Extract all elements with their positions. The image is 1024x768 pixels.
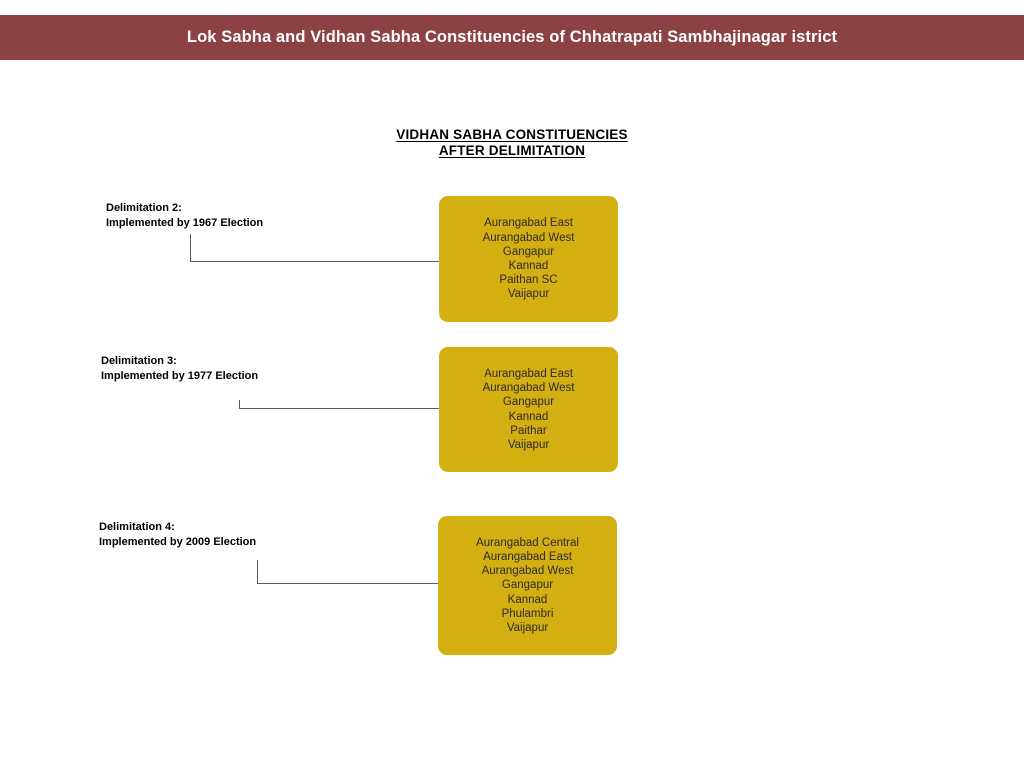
page-title: Lok Sabha and Vidhan Sabha Constituencie… (186, 28, 838, 46)
constituency-box-2: Aurangabad East Aurangabad West Gangapur… (439, 347, 618, 472)
delimitation-label-2-line-2: Implemented by 1977 Election (101, 369, 259, 382)
constituency-item: Gangapur (502, 396, 555, 409)
delimitation-label-3: Delimitation 4: Implemented by 2009 Elec… (99, 520, 256, 549)
delimitation-row-3: Delimitation 4: Implemented by 2009 Elec… (0, 516, 1024, 656)
delimitation-label-3-line-2: Implemented by 2009 Election (99, 535, 257, 548)
delimitation-row-1: Delimitation 2: Implemented by 1967 Elec… (0, 196, 1024, 326)
connector-2-horizontal-segment (239, 407, 439, 409)
constituency-item: Paithan SC (499, 274, 558, 287)
delimitation-label-3-line-1: Delimitation 4: (99, 521, 175, 533)
connector-line-2 (239, 400, 439, 409)
constituency-item: Vaijapur (507, 288, 550, 301)
connector-line-3 (257, 560, 439, 584)
connector-line-1 (190, 234, 442, 262)
delimitation-label-1-line-2: Implemented by 1967 Election (106, 216, 264, 229)
connector-2-vertical-segment (239, 400, 241, 409)
constituency-item: Vaijapur (507, 438, 550, 451)
connector-3-vertical-segment (257, 560, 259, 584)
constituency-item: Kannad (508, 260, 549, 272)
delimitation-label-1: Delimitation 2: Implemented by 1967 Elec… (106, 201, 263, 230)
constituency-item: Aurangabad East (484, 217, 573, 230)
constituency-item: Gangapur (501, 579, 554, 592)
delimitation-label-1-line-1: Delimitation 2: (106, 202, 182, 214)
constituency-box-3: Aurangabad Central Aurangabad East Auran… (438, 516, 617, 655)
constituency-item: Aurangabad West (481, 565, 574, 578)
constituency-item: Gangapur (502, 245, 555, 258)
constituency-box-1: Aurangabad East Aurangabad West Gangapur… (439, 196, 618, 322)
constituency-item: Kannad (508, 410, 549, 423)
constituency-item: Aurangabad West (482, 231, 575, 244)
constituency-item: Aurangabad East (483, 550, 572, 563)
delimitation-label-2: Delimitation 3: Implemented by 1977 Elec… (101, 354, 258, 383)
page-header-bar: Lok Sabha and Vidhan Sabha Constituencie… (0, 15, 1024, 60)
constituency-item: Paithar (510, 424, 547, 437)
constituency-item: Aurangabad Central (476, 536, 579, 549)
constituency-item: Phulambri (501, 607, 554, 620)
connector-1-horizontal-segment (190, 260, 442, 262)
constituency-item: Kannad (507, 593, 548, 606)
constituency-item: Aurangabad West (482, 382, 575, 395)
delimitation-label-2-line-1: Delimitation 3: (101, 355, 177, 367)
constituency-item: Aurangabad East (484, 367, 573, 380)
connector-1-vertical-segment (190, 234, 192, 262)
constituency-item: Vaijapur (506, 622, 549, 634)
delimitation-row-2: Delimitation 3: Implemented by 1977 Elec… (0, 347, 1024, 473)
connector-3-horizontal-segment (257, 582, 439, 584)
